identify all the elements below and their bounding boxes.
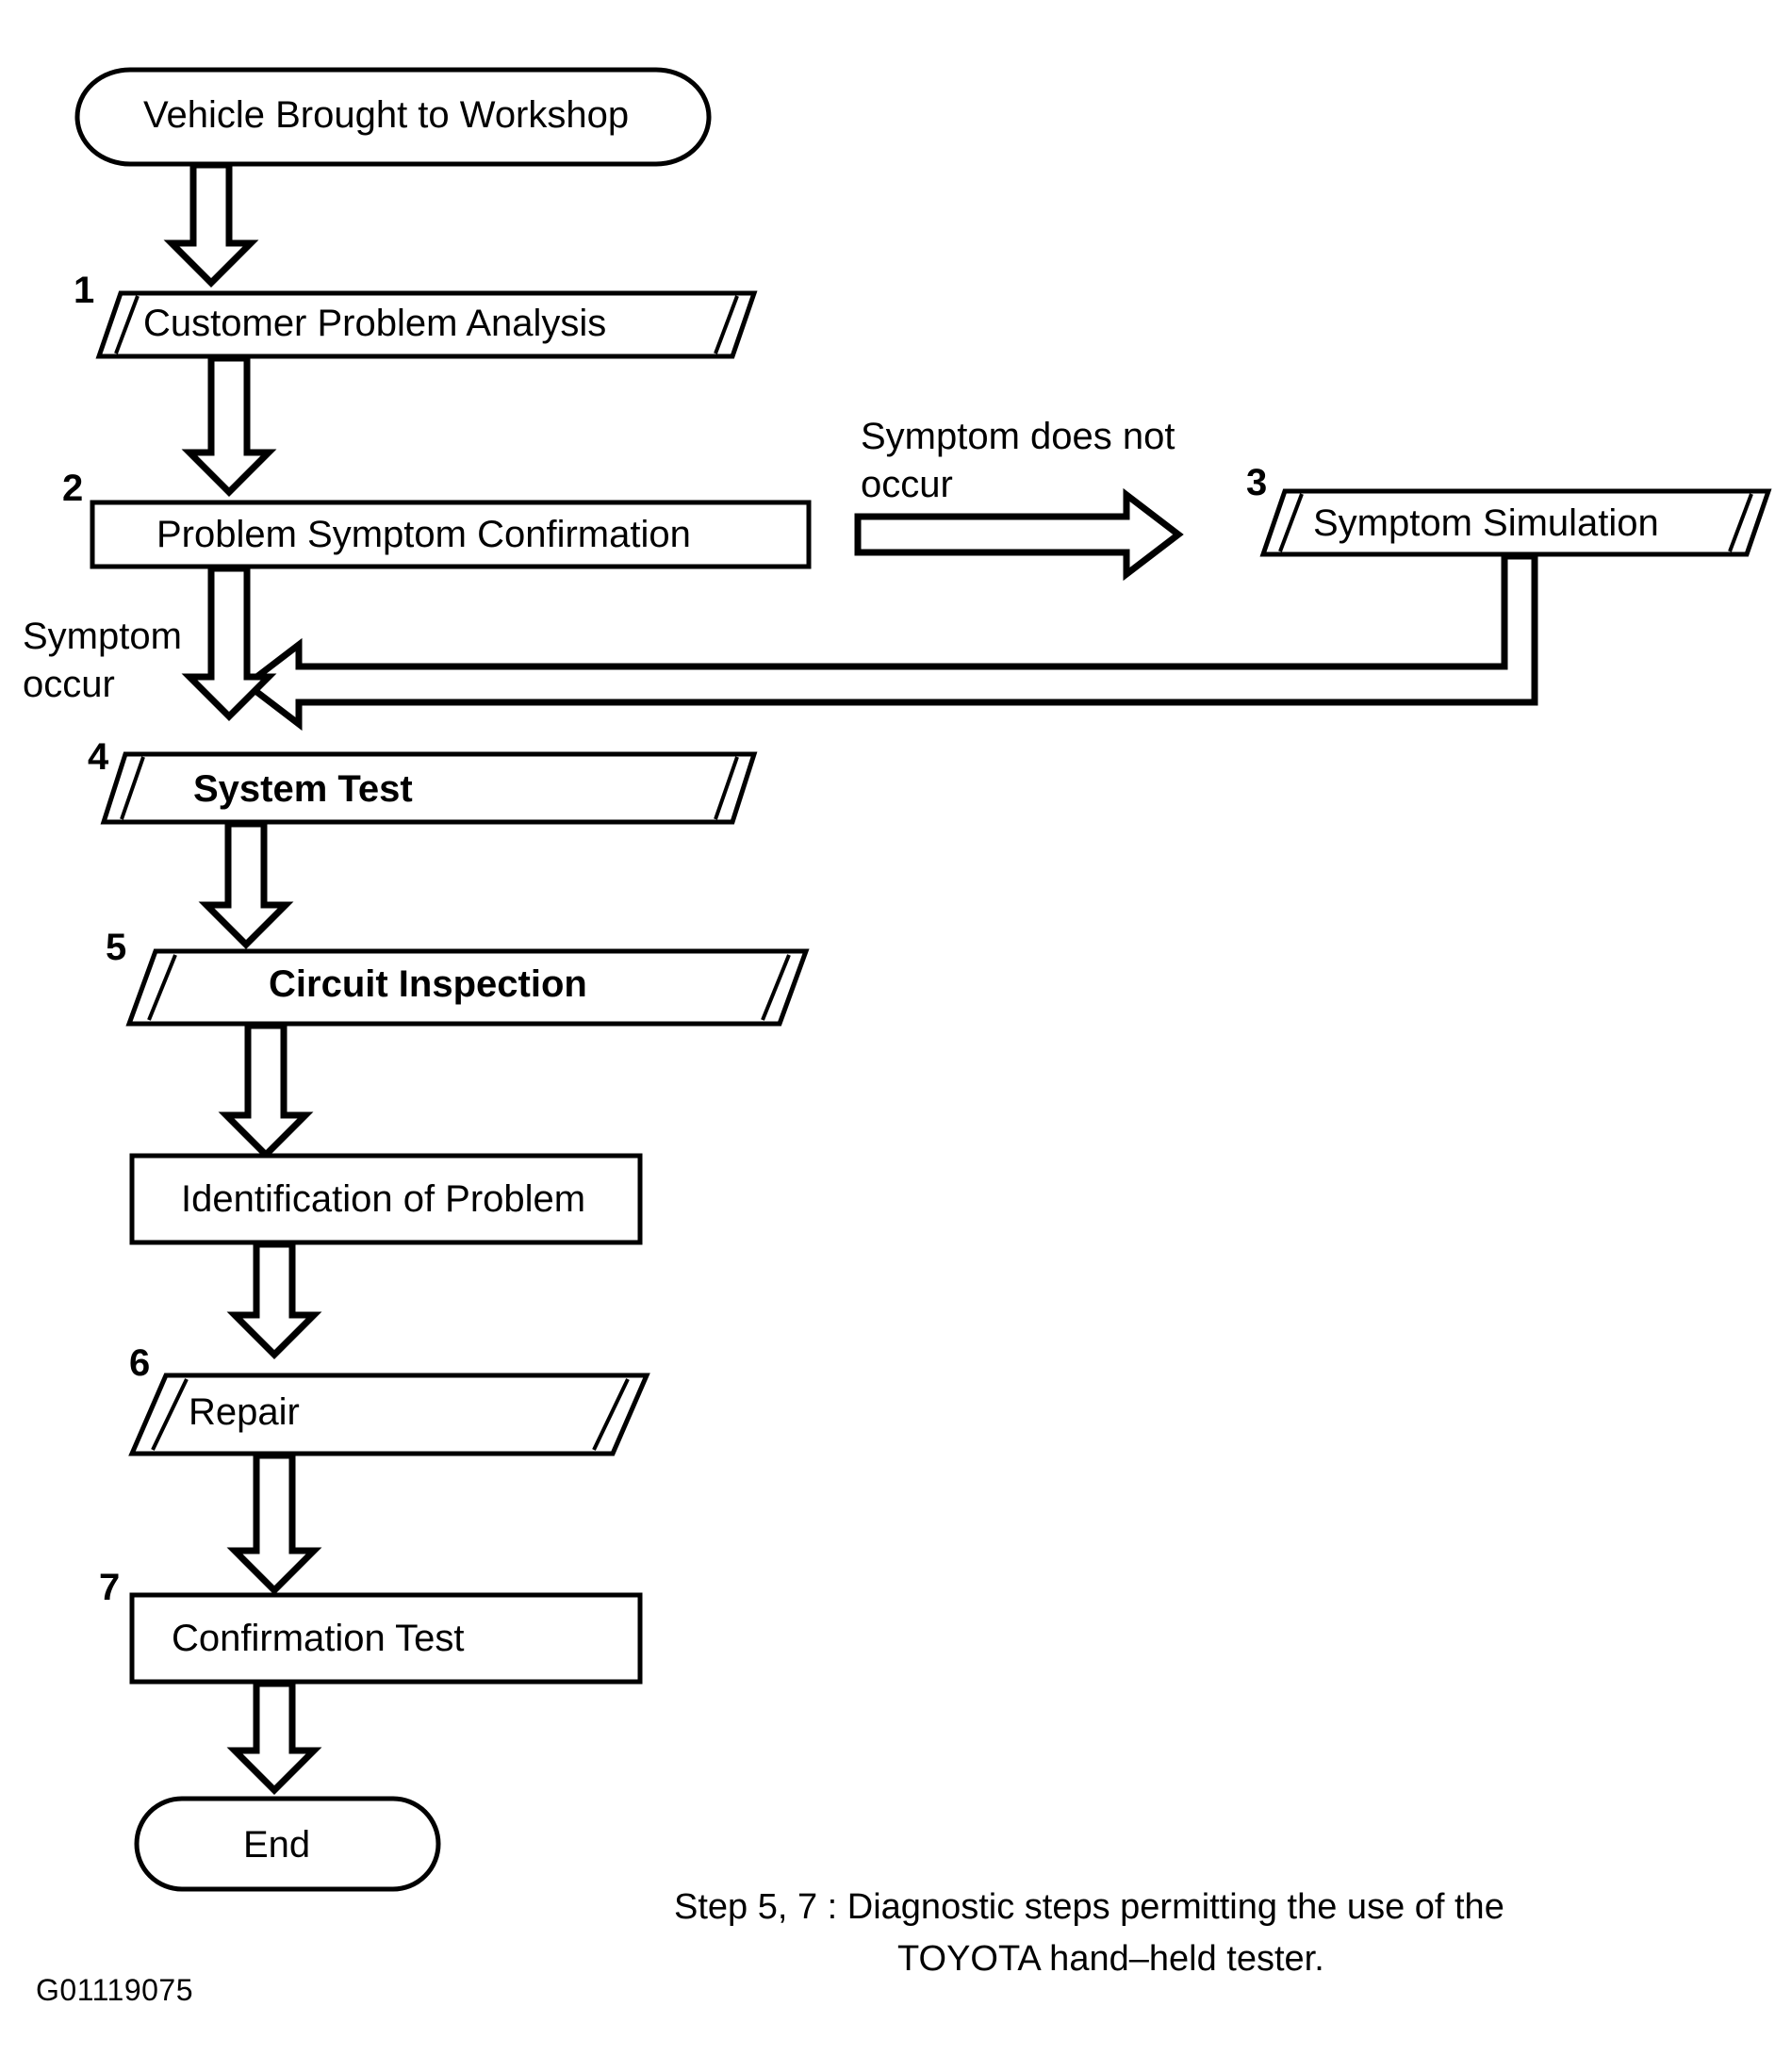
shape-terminator-end: [134, 1796, 441, 1892]
shape-parallelogram-step6: [128, 1373, 650, 1456]
shape-step4-inner-right: [714, 756, 739, 820]
step-number-6: 6: [129, 1342, 151, 1384]
shape-parallelogram-step5: [125, 948, 810, 1027]
shape-terminator-start: [74, 67, 712, 167]
node-label-step3: Symptom Simulation: [1313, 502, 1659, 544]
step-number-1: 1: [74, 270, 95, 311]
arrow-feedback-step3-to-step4: [241, 552, 1538, 732]
step-number-7: 7: [99, 1567, 121, 1608]
edge-label-symptom-occur: Symptom occur: [23, 616, 182, 706]
arrow-step1-to-step2: [181, 354, 277, 497]
arrow-step2-to-step4: [181, 565, 277, 721]
shape-parallelogram-step1: [95, 290, 758, 359]
footnote-line-1: Step 5, 7 : Diagnostic steps permitting …: [674, 1887, 1504, 1927]
node-label-step4: System Test: [193, 768, 413, 810]
shape-rectangle-step2: [90, 500, 812, 569]
step-number-3: 3: [1246, 462, 1268, 503]
shape-step6-inner-right: [592, 1378, 630, 1451]
node-label-identification: Identification of Problem: [181, 1178, 586, 1220]
step-number-2: 2: [62, 468, 84, 509]
shape-rectangle-step7: [129, 1592, 643, 1685]
shape-parallelogram-step3: [1259, 488, 1772, 557]
shape-step1-inner-left: [114, 295, 140, 354]
step-number-4: 4: [88, 736, 109, 778]
shape-rectangle-identification: [129, 1153, 643, 1245]
shape-step3-inner-right: [1728, 493, 1753, 552]
shape-step1-inner-right: [714, 295, 739, 354]
shape-step3-inner-left: [1278, 493, 1304, 552]
node-label-end: End: [243, 1824, 311, 1866]
node-label-step7: Confirmation Test: [172, 1618, 465, 1659]
shape-step5-inner-right: [761, 954, 791, 1021]
step-number-5: 5: [106, 927, 127, 968]
shape-step6-inner-left: [151, 1378, 189, 1451]
arrow-step6-to-step7: [226, 1452, 322, 1595]
node-label-step2: Problem Symptom Confirmation: [156, 514, 691, 555]
edge-label-symptom-does-not-occur: Symptom does not occur: [861, 416, 1175, 506]
shape-step4-inner-left: [120, 756, 145, 820]
figure-id-label: G01119075: [36, 1973, 194, 2007]
node-label-step5: Circuit Inspection: [269, 963, 587, 1005]
shape-step5-inner-left: [147, 954, 177, 1021]
arrow-identification-to-step6: [226, 1241, 322, 1359]
arrow-step5-to-identification: [218, 1022, 314, 1159]
arrow-step7-to-end: [226, 1680, 322, 1795]
shape-parallelogram-step4: [100, 751, 758, 825]
node-label-start: Vehicle Brought to Workshop: [143, 94, 630, 136]
arrow-step2-to-step3: [854, 487, 1184, 582]
node-label-step6: Repair: [189, 1391, 300, 1433]
node-label-step1: Customer Problem Analysis: [143, 303, 607, 344]
footnote-line-2: TOYOTA hand–held tester.: [897, 1939, 1324, 1979]
arrow-step4-to-step5: [198, 820, 294, 949]
arrow-start-to-step1: [163, 161, 259, 288]
